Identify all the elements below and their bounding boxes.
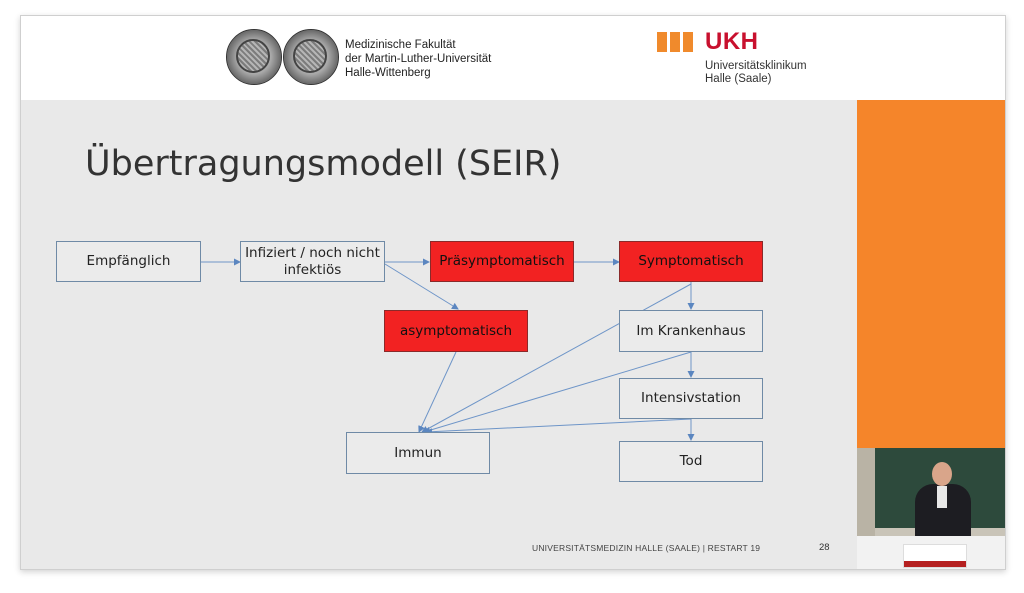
presentation-frame: Medizinische Fakultät der Martin-Luther-… bbox=[20, 15, 1006, 570]
node-krankenhaus: Im Krankenhaus bbox=[619, 310, 763, 352]
node-asymptomatisch: asymptomatisch bbox=[384, 310, 528, 352]
flow-arrows bbox=[201, 258, 695, 441]
node-praesymptomatisch: Präsymptomatisch bbox=[430, 241, 574, 282]
node-infiziert: Infiziert / noch nicht infektiös bbox=[240, 241, 385, 282]
university-seal-left-icon bbox=[226, 29, 282, 85]
arrow-infiziert-asymptomatisch bbox=[384, 263, 459, 310]
accent-panel bbox=[857, 100, 1005, 448]
node-immun: Immun bbox=[346, 432, 490, 474]
ukh-brand: UKH bbox=[705, 28, 759, 55]
node-tod: Tod bbox=[619, 441, 763, 482]
ukh-subtitle: Universitätsklinikum Halle (Saale) bbox=[705, 60, 807, 86]
speaker-video bbox=[857, 448, 1005, 569]
slide-title: Übertragungsmodell (SEIR) bbox=[85, 144, 562, 184]
speaker-head bbox=[932, 462, 952, 486]
ukh-line-2: Halle (Saale) bbox=[705, 73, 772, 85]
arrow-krankenhaus-immun bbox=[423, 351, 692, 434]
desk-sign bbox=[903, 544, 967, 568]
faculty-line-3: Halle-Wittenberg bbox=[345, 67, 431, 79]
faculty-logo-text: Medizinische Fakultät der Martin-Luther-… bbox=[345, 38, 491, 80]
faculty-line-2: der Martin-Luther-Universität bbox=[345, 53, 492, 65]
university-seal-right-icon bbox=[283, 29, 339, 85]
node-empfaenglich: Empfänglich bbox=[56, 241, 201, 282]
arrow-asymptomatisch-immun bbox=[418, 351, 457, 433]
ukh-bars-icon bbox=[657, 32, 696, 52]
slide-footer: UNIVERSITÄTSMEDIZIN HALLE (SAALE) | REST… bbox=[532, 543, 761, 553]
arrow-intensiv-immun bbox=[425, 418, 692, 436]
node-symptomatisch: Symptomatisch bbox=[619, 241, 763, 282]
slide-header: Medizinische Fakultät der Martin-Luther-… bbox=[21, 16, 1005, 100]
faculty-line-1: Medizinische Fakultät bbox=[345, 39, 456, 51]
page-number: 28 bbox=[819, 542, 830, 553]
ukh-line-1: Universitätsklinikum bbox=[705, 60, 807, 72]
arrow-symptomatisch-immun bbox=[421, 283, 692, 433]
node-intensiv: Intensivstation bbox=[619, 378, 763, 419]
